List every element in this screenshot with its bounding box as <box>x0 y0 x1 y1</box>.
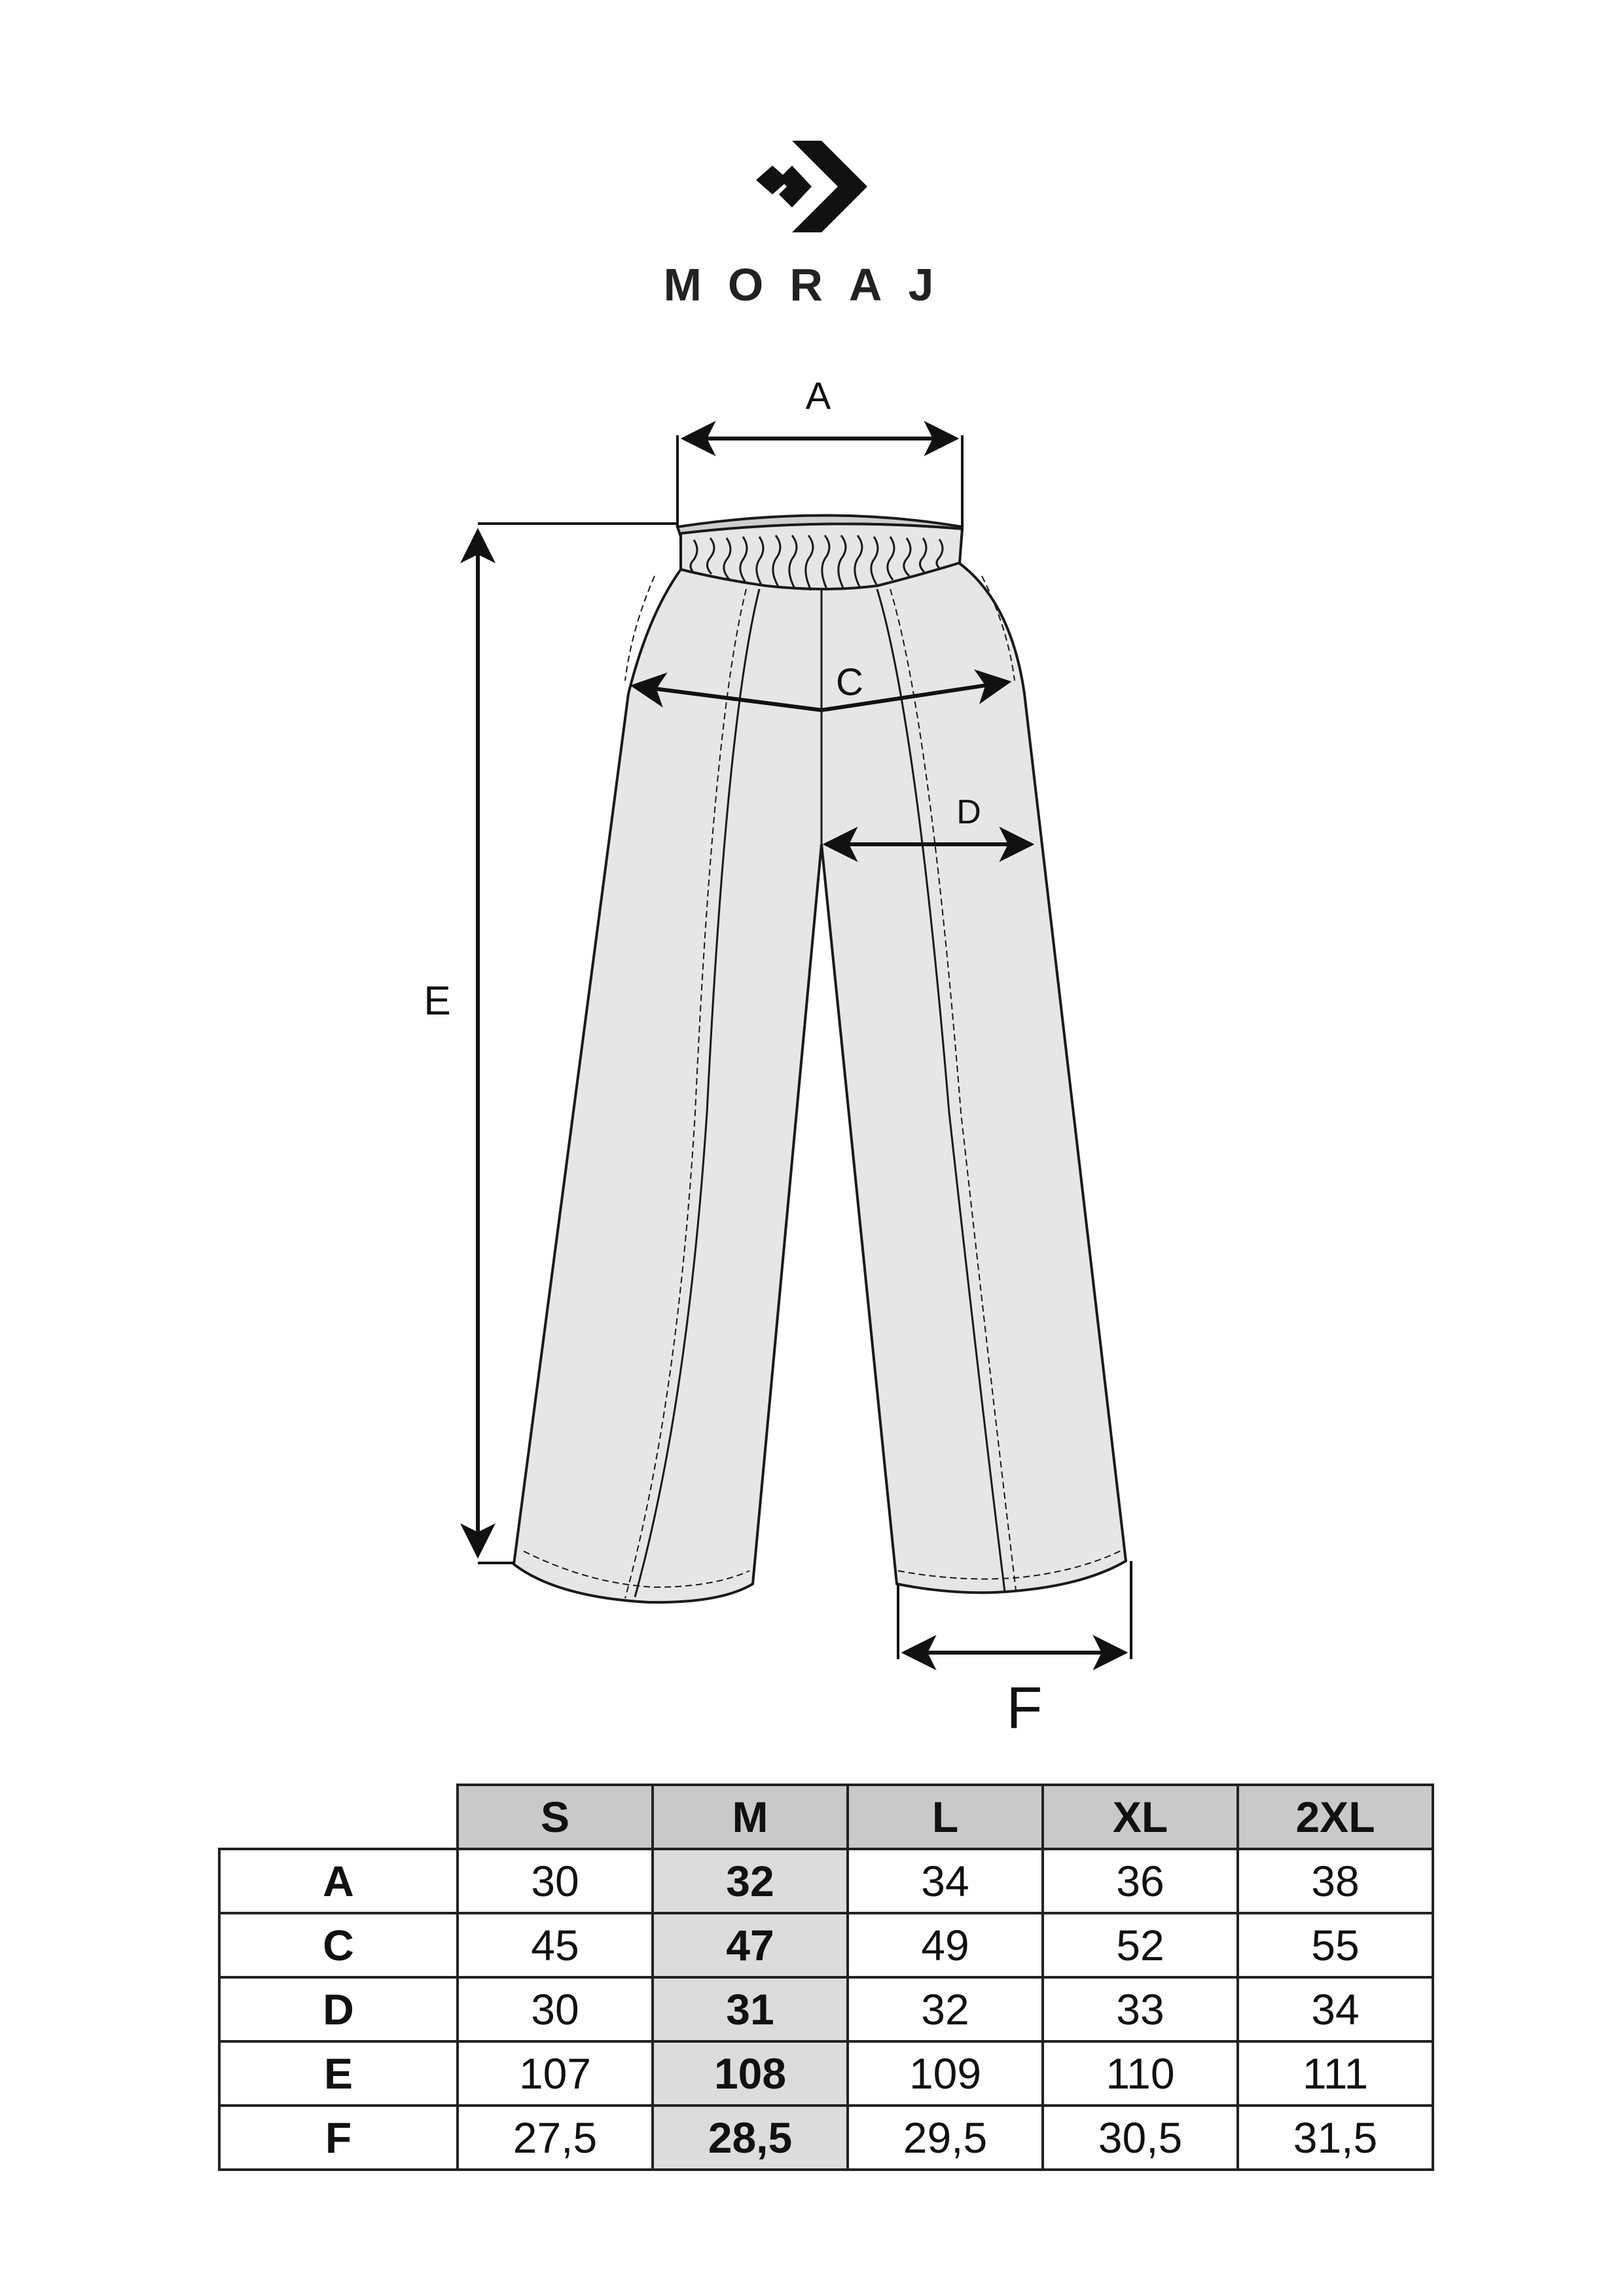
size-chart-table: S M L XL 2XL A 30 32 34 36 38 C 45 47 49… <box>218 1784 1434 2171</box>
table-cell-highlight: 32 <box>651 1848 849 1914</box>
table-cell: 110 <box>1041 2040 1239 2107</box>
table-cell: 32 <box>846 1976 1044 2043</box>
table-cell: 33 <box>1041 1976 1239 2043</box>
size-header: S <box>456 1784 654 1850</box>
table-cell: 31,5 <box>1236 2104 1434 2171</box>
table-cell-highlight: 31 <box>651 1976 849 2043</box>
size-header: M <box>651 1784 849 1850</box>
row-label: E <box>218 2040 459 2107</box>
table-cell-highlight: 47 <box>651 1912 849 1979</box>
table-cell: 107 <box>456 2040 654 2107</box>
dimension-a-label: A <box>806 375 831 418</box>
size-header: 2XL <box>1236 1784 1434 1850</box>
size-header: XL <box>1041 1784 1239 1850</box>
table-cell: 34 <box>1236 1976 1434 2043</box>
waistband-pattern <box>689 535 944 591</box>
table-cell: 30 <box>456 1976 654 2043</box>
table-cell: 34 <box>846 1848 1044 1914</box>
row-label: D <box>218 1976 459 2043</box>
row-label: A <box>218 1848 459 1914</box>
table-row: F 27,5 28,5 29,5 30,5 31,5 <box>218 2104 1434 2171</box>
table-corner <box>219 1785 459 1850</box>
table-row: C 45 47 49 52 55 <box>218 1912 1434 1979</box>
brand-name: MORAJ <box>663 259 960 310</box>
table-cell: 38 <box>1236 1848 1434 1914</box>
table-row: D 30 31 32 33 34 <box>218 1976 1434 2043</box>
table-cell: 30 <box>456 1848 654 1914</box>
table-cell: 27,5 <box>456 2104 654 2171</box>
dimension-d-label: D <box>956 793 981 831</box>
dimension-c-label: C <box>836 661 863 704</box>
size-header: L <box>846 1784 1044 1850</box>
table-cell: 111 <box>1236 2040 1434 2107</box>
dimension-f-label: F <box>1007 1676 1043 1741</box>
table-cell: 45 <box>456 1912 654 1979</box>
table-cell: 29,5 <box>846 2104 1044 2171</box>
table-cell: 36 <box>1041 1848 1239 1914</box>
pants-measurement-diagram: A C D E F <box>424 375 1132 1741</box>
chevron-diamond-logo-icon <box>756 141 867 232</box>
dimension-e-label: E <box>424 978 450 1024</box>
table-cell-highlight: 108 <box>651 2040 849 2107</box>
table-row: E 107 108 109 110 111 <box>218 2040 1434 2107</box>
table-cell: 55 <box>1236 1912 1434 1979</box>
table-cell-highlight: 28,5 <box>651 2104 849 2171</box>
table-cell: 30,5 <box>1041 2104 1239 2171</box>
row-label: F <box>218 2104 459 2171</box>
pants-outline <box>512 522 1128 1604</box>
table-cell: 109 <box>846 2040 1044 2107</box>
table-row: A 30 32 34 36 38 <box>218 1848 1434 1914</box>
size-header-row: S M L XL 2XL <box>219 1784 1434 1850</box>
table-cell: 49 <box>846 1912 1044 1979</box>
table-cell: 52 <box>1041 1912 1239 1979</box>
row-label: C <box>218 1912 459 1979</box>
